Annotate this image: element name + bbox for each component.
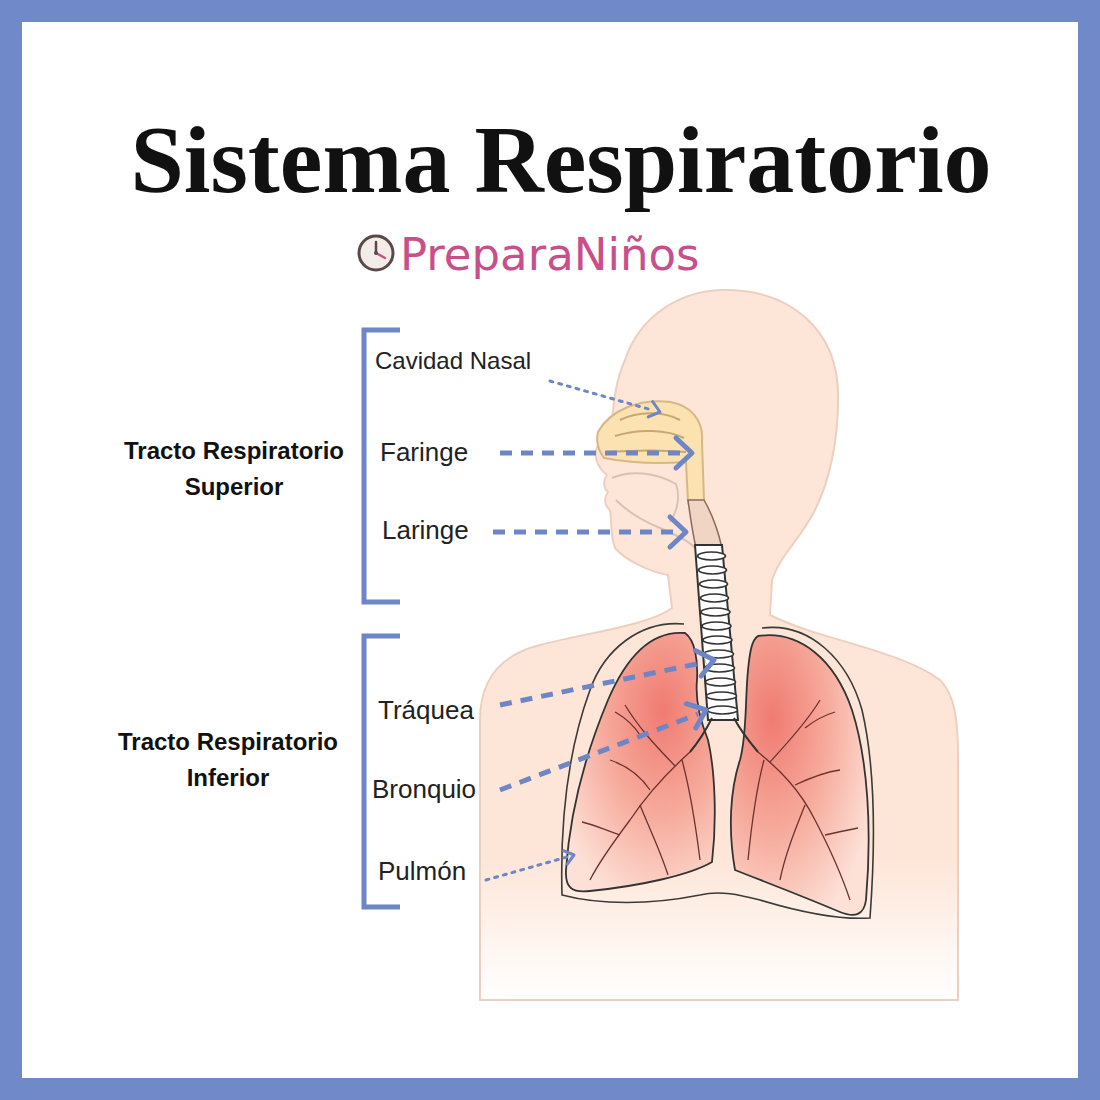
bronchiole: [805, 712, 835, 728]
part-label: Pulmón: [378, 856, 466, 887]
trachea-ring: [708, 706, 738, 714]
leader-arrowhead: [564, 851, 575, 864]
mouth-structure: [612, 473, 678, 522]
region-label: Tracto Respiratorio Superior: [114, 433, 354, 505]
bronchiole: [780, 805, 805, 880]
bronchiole: [682, 760, 700, 860]
trachea-ring: [701, 608, 730, 616]
bronchiole: [825, 828, 858, 835]
trachea-ring: [706, 678, 736, 686]
trachea-ring: [702, 622, 731, 630]
trachea-ring: [707, 692, 737, 700]
leader-arrowhead: [676, 438, 692, 468]
trachea-ring: [700, 580, 728, 588]
trachea-ring: [699, 566, 727, 574]
bronchus: [734, 718, 758, 752]
larynx: [688, 500, 722, 548]
trachea-ring: [698, 552, 726, 560]
bronchiole: [610, 760, 650, 790]
region-label: Tracto Respiratorio Inferior: [108, 724, 348, 796]
leader-line: [500, 714, 698, 790]
bronchiole: [770, 700, 820, 762]
chest-outline: [562, 624, 874, 919]
trachea-ring: [701, 594, 729, 602]
leader-arrowhead: [648, 402, 660, 417]
nasal-cavity: [597, 401, 704, 510]
clock-icon: [359, 236, 393, 270]
clock-pin: [374, 251, 378, 255]
leader-line: [500, 662, 706, 705]
body-silhouette: [480, 290, 958, 1000]
bronchiole: [758, 752, 850, 900]
clock-face: [359, 236, 393, 270]
leader-arrowhead: [670, 517, 686, 547]
leader-arrowhead: [686, 704, 706, 728]
leader-line: [486, 857, 567, 880]
part-label: Cavidad Nasal: [375, 347, 531, 376]
background: [22, 22, 1078, 1078]
bronchiole: [748, 760, 764, 860]
part-label: Tráquea: [378, 695, 474, 726]
trachea-ring: [703, 636, 732, 644]
part-label: Laringe: [382, 515, 469, 546]
left-lung: [566, 633, 715, 892]
bronchiole: [640, 805, 668, 875]
bronchial-tree: [582, 700, 858, 900]
bronchiole: [795, 770, 840, 785]
leader-lines: [486, 381, 714, 880]
right-lung: [731, 635, 869, 915]
leader-arrowhead: [696, 651, 714, 676]
part-label: Bronquio: [372, 774, 476, 805]
leader-line: [493, 530, 678, 535]
jaw-structure: [616, 500, 695, 548]
trachea-rings: [698, 552, 738, 714]
leader-line: [550, 381, 652, 410]
title: Sistema Respiratorio: [130, 107, 991, 213]
trachea: [695, 545, 738, 720]
bronchiole: [590, 752, 690, 880]
brand-name: PreparaNiños: [400, 228, 699, 282]
bronchiole: [582, 822, 620, 835]
bronchiole: [615, 712, 640, 735]
part-label: Faringe: [380, 437, 468, 468]
bronchiole: [625, 705, 675, 766]
leader-line: [500, 451, 684, 456]
nasal-turbinate: [615, 431, 684, 438]
